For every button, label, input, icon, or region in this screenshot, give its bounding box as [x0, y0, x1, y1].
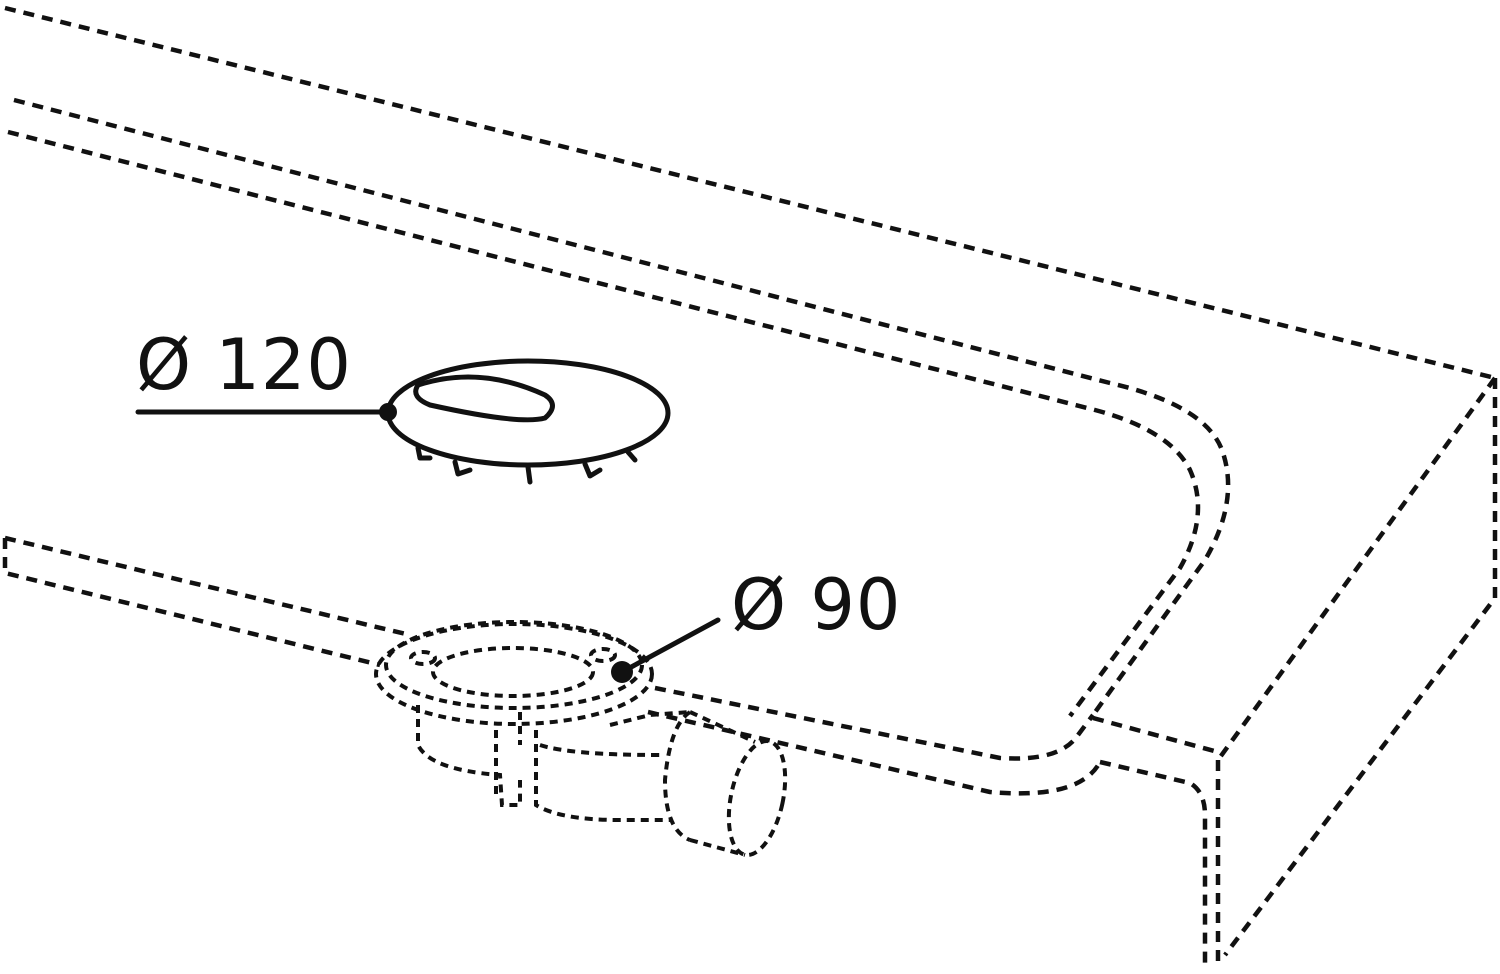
- cover-diameter-label: Ø 120: [136, 324, 352, 406]
- drain-cover: [385, 358, 671, 485]
- drain-diameter-label: Ø 90: [731, 564, 902, 646]
- drain-leader-dot: [611, 661, 633, 683]
- shower-tray-outline: [2, 5, 1498, 965]
- drain-trap: [374, 620, 788, 857]
- drain-diameter-leader: [611, 617, 721, 683]
- cover-diameter-leader: [135, 403, 397, 421]
- cover-leader-dot: [379, 403, 397, 421]
